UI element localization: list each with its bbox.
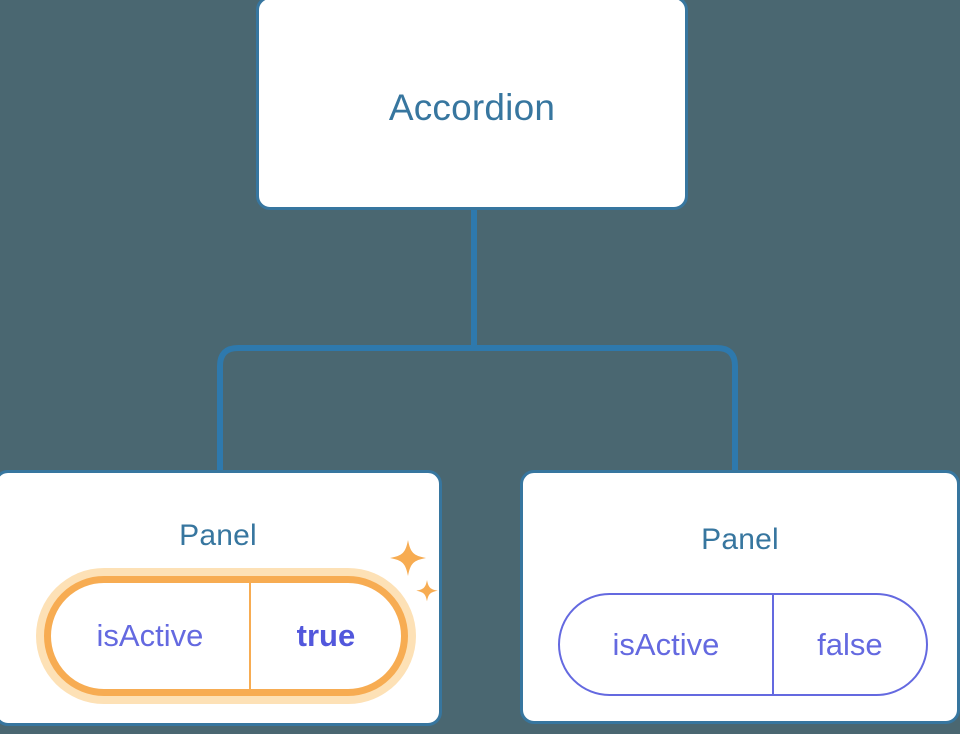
node-panel-right-title: Panel <box>701 523 779 556</box>
prop-value: false <box>817 626 883 662</box>
prop-divider <box>248 583 251 689</box>
prop-key: isActive <box>612 626 720 662</box>
node-panel-left[interactable]: Panel isActive true <box>0 470 442 726</box>
prop-key: isActive <box>96 618 204 653</box>
node-accordion[interactable]: Accordion <box>256 0 688 210</box>
node-accordion-title: Accordion <box>388 87 556 128</box>
node-panel-right[interactable]: Panel isActive false <box>520 470 960 724</box>
prop-pill-isactive-false[interactable]: isActive false <box>558 593 928 696</box>
node-panel-left-title: Panel <box>179 519 257 552</box>
connector-branch-bar <box>217 345 738 470</box>
prop-divider <box>771 595 774 694</box>
prop-value: true <box>296 618 356 653</box>
prop-pill-isactive-true[interactable]: isActive true <box>44 576 408 696</box>
